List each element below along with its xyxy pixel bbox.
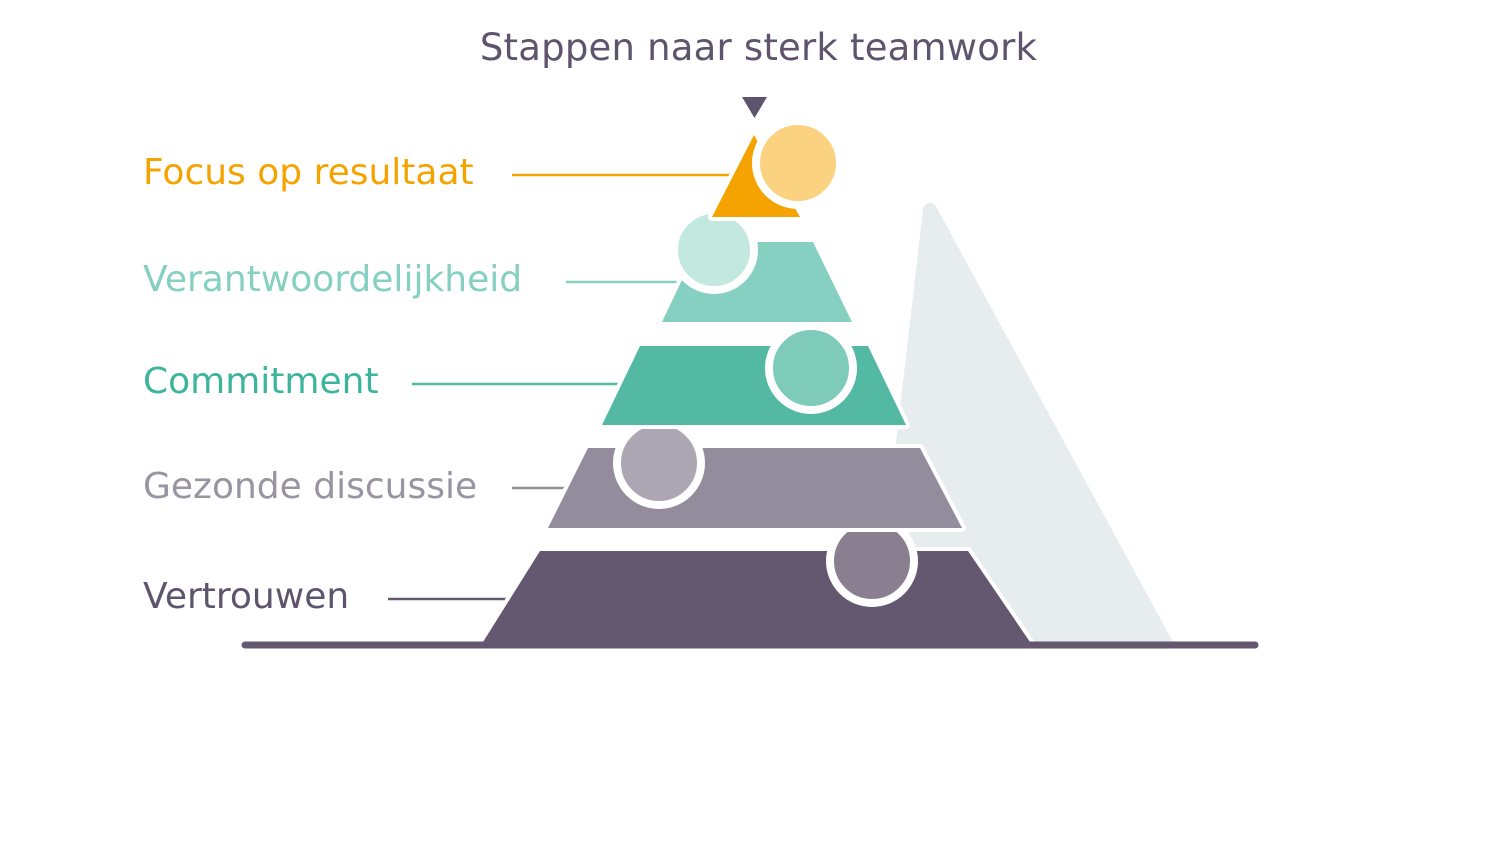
level-label-vertrouwen: Vertrouwen	[143, 576, 350, 617]
pyramid-level-gezonde-discussie	[544, 444, 966, 532]
pyramid-level-vertrouwen	[479, 547, 1034, 646]
level-label-verantwoordelijkheid: Verantwoordelijkheid	[143, 259, 523, 300]
level-circle-verantwoordelijkheid	[670, 206, 758, 294]
level-circle-focus-op-resultaat	[752, 117, 844, 209]
pyramid-level-commitment	[598, 342, 910, 429]
level-label-commitment: Commitment	[143, 361, 379, 402]
level-circle-commitment	[765, 322, 857, 414]
level-label-focus-op-resultaat: Focus op resultaat	[143, 152, 474, 193]
triangle-down-icon	[742, 97, 767, 118]
level-label-gezonde-discussie: Gezonde discussie	[143, 466, 478, 507]
diagram-title: Stappen naar sterk teamwork	[479, 26, 1038, 69]
level-circle-gezonde-discussie	[613, 417, 705, 509]
